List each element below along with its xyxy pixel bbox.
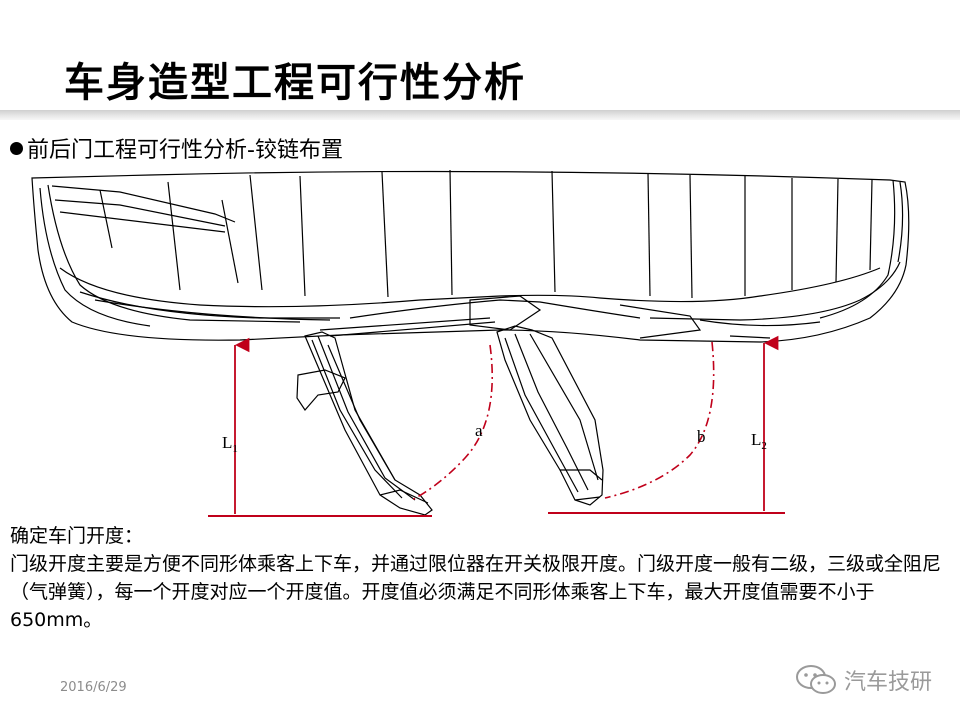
vehicle-body-top-view	[31, 170, 910, 343]
slide-title: 车身造型工程可行性分析	[64, 60, 526, 106]
description-body: 门级开度主要是方便不同形体乘客上下车，并通过限位器在开关极限开度。门级开度一般有…	[10, 553, 942, 631]
door-opening-description: 确定车门开度： 门级开度主要是方便不同形体乘客上下车，并通过限位器在开关极限开度…	[10, 522, 950, 634]
door-hinge-layout-diagram: L1 L2 a b	[31, 170, 910, 517]
watermark-text: 汽车技研	[843, 670, 932, 695]
section-subtitle: 前后门工程可行性分析-铰链布置	[10, 132, 343, 164]
rear-door-open	[496, 325, 604, 506]
label-arc-a: a	[475, 421, 483, 440]
subtitle-text: 前后门工程可行性分析-铰链布置	[27, 138, 343, 163]
arc-a	[411, 344, 493, 501]
title-divider	[0, 110, 960, 120]
ground-reference-lines	[208, 512, 785, 517]
dimension-arrows	[234, 335, 779, 514]
label-arc-b: b	[697, 427, 706, 446]
body-outer-outline	[31, 170, 910, 343]
label-l1: L1	[222, 433, 238, 455]
door-swing-arcs	[411, 341, 715, 501]
footer-date: 2016/6/29	[60, 680, 127, 695]
front-door-open	[296, 331, 433, 516]
wechat-watermark: 汽车技研	[794, 664, 932, 696]
wechat-icon	[795, 665, 836, 694]
arc-b	[604, 341, 715, 499]
label-l2: L2	[751, 430, 767, 452]
bullet-icon	[10, 141, 23, 155]
description-heading: 确定车门开度：	[10, 525, 144, 547]
